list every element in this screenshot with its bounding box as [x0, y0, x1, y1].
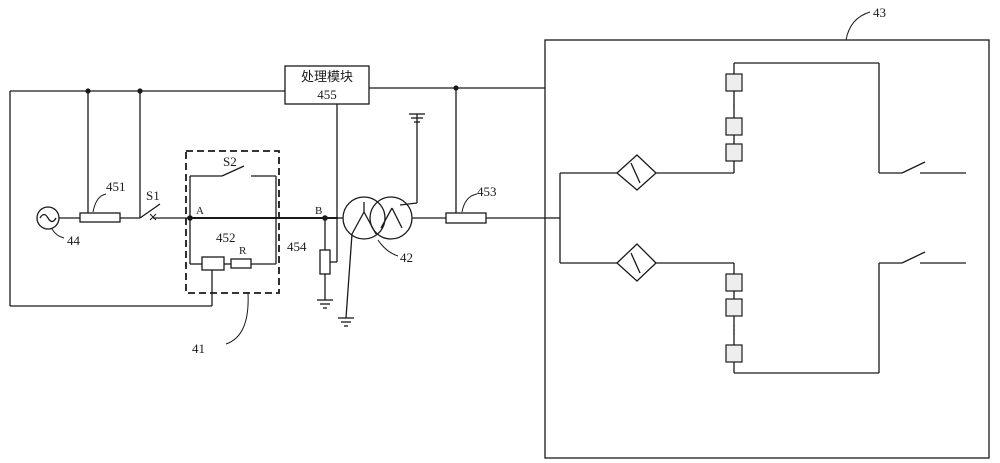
ref-42: 42	[400, 250, 413, 265]
module-title: 处理模块	[301, 70, 353, 85]
resistor-r-label: R	[239, 245, 247, 257]
switch-s2-label: S2	[223, 154, 237, 169]
ref-43: 43	[873, 5, 886, 20]
ac-source-44: 44	[36, 206, 81, 248]
sensor-454: 454	[287, 218, 337, 309]
transformer-42: 42	[338, 113, 446, 327]
ref-41: 41	[192, 341, 205, 356]
switch-s1-label: S1	[146, 188, 160, 203]
ref-451: 451	[106, 179, 126, 194]
node-b-label: B	[315, 205, 322, 217]
switch-s1: S1	[139, 188, 338, 221]
processing-module-455: 处理模块 455	[284, 65, 370, 105]
module-number: 455	[317, 87, 337, 102]
module-41: S2 452 R 41	[185, 150, 280, 356]
svg-text:⋮: ⋮	[729, 99, 740, 111]
top-bus-wires	[9, 85, 545, 307]
main-line-ab: A B	[187, 205, 338, 221]
ref-454: 454	[287, 239, 307, 254]
sensor-451: 451	[79, 179, 140, 223]
node-a-label: A	[196, 205, 204, 217]
load-43: 43 ⋮ ⋮	[544, 5, 990, 459]
ref-452: 452	[216, 230, 236, 245]
ref-44: 44	[67, 233, 81, 248]
sensor-453: 453	[445, 184, 545, 224]
ref-453: 453	[477, 184, 497, 199]
svg-text:⋮: ⋮	[729, 324, 740, 336]
